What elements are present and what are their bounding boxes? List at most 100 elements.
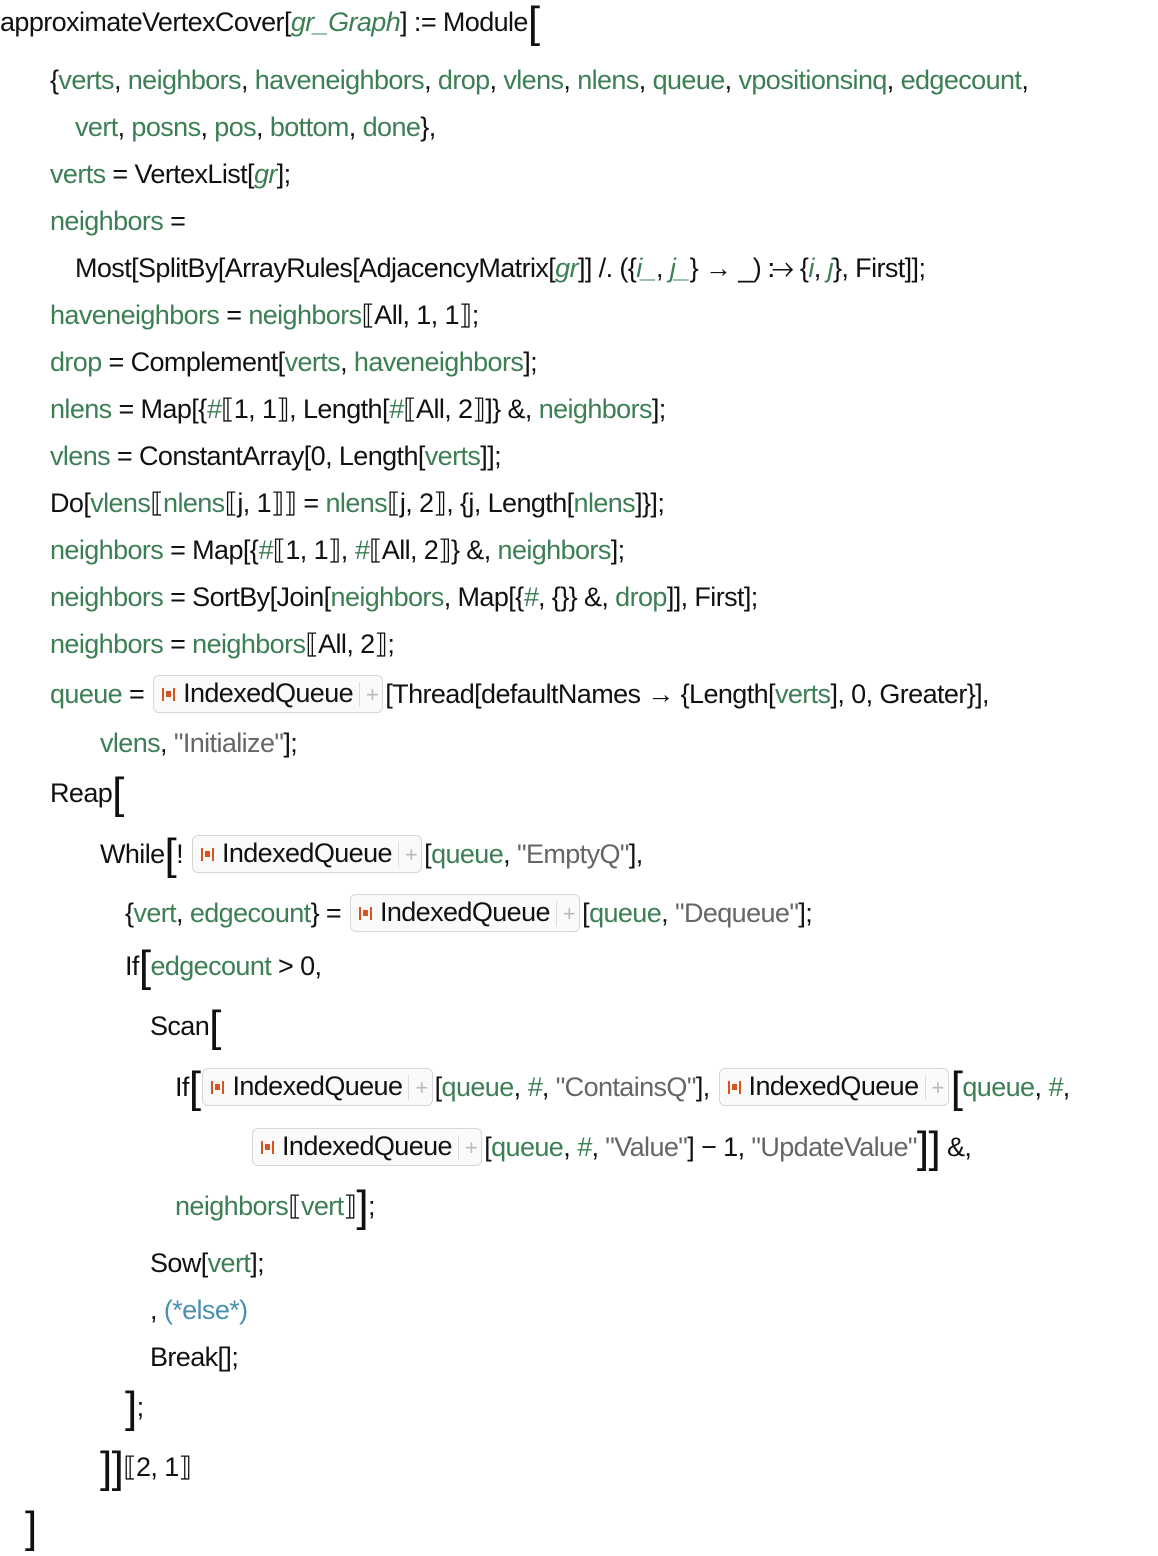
local-variable: drop <box>50 347 102 377</box>
local-variable: queue <box>50 679 123 709</box>
code-line: neighbors = <box>50 203 186 239</box>
code-symbol: , Map[{ <box>443 582 524 612</box>
local-variable: nlens <box>577 65 639 95</box>
code-line: If[edgecount > 0, <box>125 945 322 989</box>
code-symbol: , <box>489 65 504 95</box>
code-symbol: = Map[{ <box>111 394 207 424</box>
indexed-queue-button[interactable]: IndexedQueue+ <box>202 1068 433 1106</box>
code-symbol: = Map[{ <box>163 535 259 565</box>
code-symbol: }, <box>420 112 436 142</box>
code-symbol: , <box>240 65 255 95</box>
bracket: [ <box>950 1063 963 1112</box>
code-line: neighbors⟦vert⟧]; <box>175 1185 375 1229</box>
code-symbol: ]; <box>283 728 298 758</box>
indexed-queue-button[interactable]: IndexedQueue+ <box>349 894 581 932</box>
code-symbol: ⟦2, 1⟧ <box>123 1452 192 1482</box>
code-line: drop = Complement[verts, haveneighbors]; <box>50 344 538 380</box>
code-symbol: ⟦j, 1⟧⟧ = <box>224 488 326 518</box>
code-symbol: ]; <box>250 1248 265 1278</box>
local-variable: vlens <box>90 488 151 518</box>
code-symbol: Scan <box>150 1011 210 1041</box>
bracket: [ <box>112 769 124 818</box>
indexed-queue-button[interactable]: IndexedQueue+ <box>153 675 384 713</box>
local-variable: vert <box>75 112 118 142</box>
bracket: [ <box>209 1002 221 1051</box>
code-line: verts = VertexList[gr]; <box>50 156 291 192</box>
pattern-variable: # <box>577 1132 592 1162</box>
local-variable: nlens <box>50 394 112 424</box>
local-variable: edgecount <box>189 898 311 928</box>
code-line: Scan[ <box>150 1005 221 1049</box>
code-symbol: ], 0, Greater}], <box>830 679 989 709</box>
pattern-variable: # <box>206 394 222 424</box>
code-symbol: [ <box>484 1132 492 1162</box>
comment: (*else*) <box>163 1295 248 1325</box>
local-variable: vert <box>207 1248 251 1278</box>
code-line: approximateVertexCover[gr_Graph] := Modu… <box>0 1 540 45</box>
code-symbol: = Complement[ <box>101 347 286 377</box>
pattern-variable: gr <box>555 253 578 283</box>
code-line: vlens, "Initialize"]; <box>100 725 298 761</box>
code-symbol: ⟦1, 1⟧, Length[ <box>221 394 389 424</box>
code-symbol: }, First]]; <box>832 253 926 283</box>
local-variable: neighbors <box>497 535 612 565</box>
code-symbol: = <box>122 679 152 709</box>
local-variable: edgecount <box>150 951 272 981</box>
code-symbol: ⟦All, 2⟧]} &, <box>403 394 539 424</box>
code-symbol: If <box>125 951 139 981</box>
code-symbol: [ <box>582 898 590 928</box>
indexed-queue-icon <box>211 1081 225 1094</box>
pattern-variable: j_ <box>669 253 690 283</box>
bracket: [ <box>138 942 151 991</box>
code-symbol: { <box>50 65 59 95</box>
plus-icon[interactable]: + <box>397 842 418 867</box>
indexed-queue-button[interactable]: IndexedQueue+ <box>718 1068 949 1106</box>
code-symbol: ⟦j, 2⟧, {j, Length[ <box>387 488 574 518</box>
code-symbol: ]; <box>276 159 291 189</box>
code-symbol: ! <box>176 839 190 869</box>
code-symbol: , <box>1034 1072 1049 1102</box>
code-symbol: &, <box>940 1132 972 1162</box>
code-symbol: , <box>160 728 174 758</box>
pattern-variable: gr <box>253 159 277 189</box>
indexed-queue-button[interactable]: IndexedQueue+ <box>191 835 423 873</box>
indexed-queue-label: IndexedQueue <box>748 1071 920 1101</box>
code-line: neighbors = SortBy[Join[neighbors, Map[{… <box>50 579 758 615</box>
plus-icon[interactable]: + <box>924 1075 944 1100</box>
string-literal: "ContainsQ" <box>555 1072 697 1102</box>
code-symbol: , <box>150 1295 164 1325</box>
pattern-variable: gr_Graph <box>290 7 401 37</box>
code-symbol: Do[ <box>50 488 91 518</box>
code-symbol: , <box>656 253 670 283</box>
pattern-variable: # <box>523 582 539 612</box>
indexed-queue-button[interactable]: IndexedQueue+ <box>252 1128 483 1166</box>
code-symbol: , <box>591 1132 606 1162</box>
local-variable: queue <box>491 1132 564 1162</box>
plus-icon[interactable]: + <box>408 1075 428 1100</box>
code-symbol: ⟦All, 2⟧; <box>305 629 395 659</box>
code-symbol: , <box>200 112 215 142</box>
code-symbol: ]; <box>651 394 666 424</box>
local-variable: neighbors <box>50 206 164 236</box>
plus-icon[interactable]: + <box>359 682 379 707</box>
local-variable: vlens <box>50 441 111 471</box>
code-line: nlens = Map[{#⟦1, 1⟧, Length[#⟦All, 2⟧]}… <box>50 391 666 427</box>
code-symbol: , <box>256 112 270 142</box>
local-variable: posns <box>131 112 201 142</box>
local-variable: neighbors <box>50 582 164 612</box>
indexed-queue-label: IndexedQueue <box>221 838 393 868</box>
code-symbol: { <box>125 898 134 928</box>
code-line: IndexedQueue+[queue, #, "Value"] − 1, "U… <box>250 1126 972 1170</box>
code-line: vert, posns, pos, bottom, done}, <box>75 109 436 145</box>
code-symbol: , <box>513 1072 528 1102</box>
local-variable: neighbors <box>248 300 362 330</box>
plus-icon[interactable]: + <box>555 901 576 926</box>
code-symbol: ⟦All, 2⟧} &, <box>369 535 498 565</box>
plus-icon[interactable]: + <box>457 1135 478 1160</box>
local-variable: neighbors <box>330 582 445 612</box>
local-variable: verts <box>774 679 831 709</box>
code-symbol: , <box>638 65 653 95</box>
bracket: ] <box>356 1182 368 1231</box>
indexed-queue-label: IndexedQueue <box>282 1131 453 1161</box>
